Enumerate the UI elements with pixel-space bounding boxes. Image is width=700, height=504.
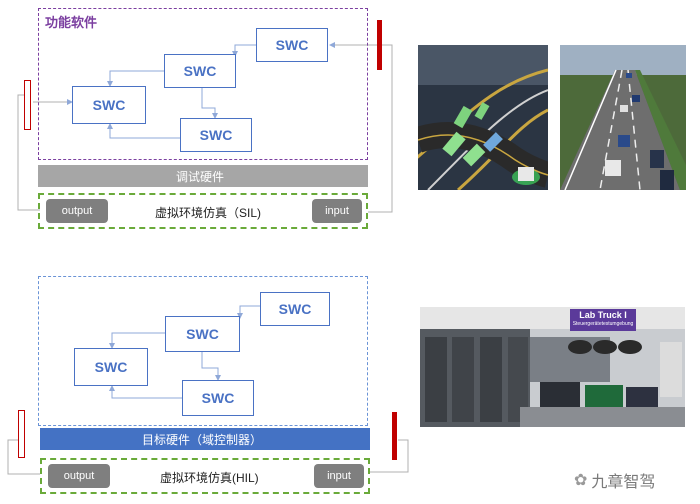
sil-swc-3[interactable]: SWC (72, 86, 146, 124)
highway-scene (560, 45, 686, 190)
sil-sim-image-1 (418, 45, 548, 190)
hil-swc-4[interactable]: SWC (182, 380, 254, 416)
lab-sign-title: Lab Truck I (579, 310, 627, 320)
hil-red-bar-left (18, 410, 25, 458)
sim-road-scene (418, 45, 548, 190)
sil-red-bar-left (24, 80, 31, 130)
functional-software-frame (38, 8, 368, 160)
functional-software-title: 功能软件 (45, 15, 98, 30)
hil-swc-2[interactable]: SWC (165, 316, 240, 352)
sil-env-frame (38, 193, 368, 229)
watermark-text: 九章智驾 (591, 474, 656, 491)
sil-swc-1[interactable]: SWC (256, 28, 328, 62)
sil-swc-4[interactable]: SWC (180, 118, 252, 152)
sil-sim-image-2 (560, 45, 686, 190)
hil-env-frame (40, 458, 370, 494)
sil-red-bar-right (377, 20, 382, 70)
watermark: ✿ 九章智驾 (574, 468, 692, 492)
hil-env-label: 虚拟环境仿真(HIL) (160, 471, 259, 485)
hil-swc-3[interactable]: SWC (74, 348, 148, 386)
lab-truck-photo: Lab Truck I Steuergerätetestumgebung (420, 307, 685, 427)
target-hardware-bar (40, 428, 370, 450)
hil-red-bar-right (392, 412, 397, 460)
target-hardware-label: 目标硬件（域控制器） (142, 433, 263, 447)
sil-swc-2[interactable]: SWC (164, 54, 236, 88)
sil-env-label: 虚拟环境仿真（SIL) (155, 206, 262, 220)
hil-software-frame (38, 276, 368, 426)
sil-output-box[interactable]: output (46, 199, 108, 223)
debug-hardware-label: 调试硬件 (176, 170, 225, 184)
lab-scene (420, 307, 685, 427)
wechat-icon: ✿ (574, 472, 588, 489)
hil-output-box[interactable]: output (48, 464, 110, 488)
hil-swc-1[interactable]: SWC (260, 292, 330, 326)
lab-sign-subtitle: Steuergerätetestumgebung (572, 321, 634, 327)
lab-sign: Lab Truck I Steuergerätetestumgebung (570, 309, 636, 331)
debug-hardware-bar (38, 165, 368, 187)
sil-input-box[interactable]: input (312, 199, 362, 223)
hil-input-box[interactable]: input (314, 464, 364, 488)
